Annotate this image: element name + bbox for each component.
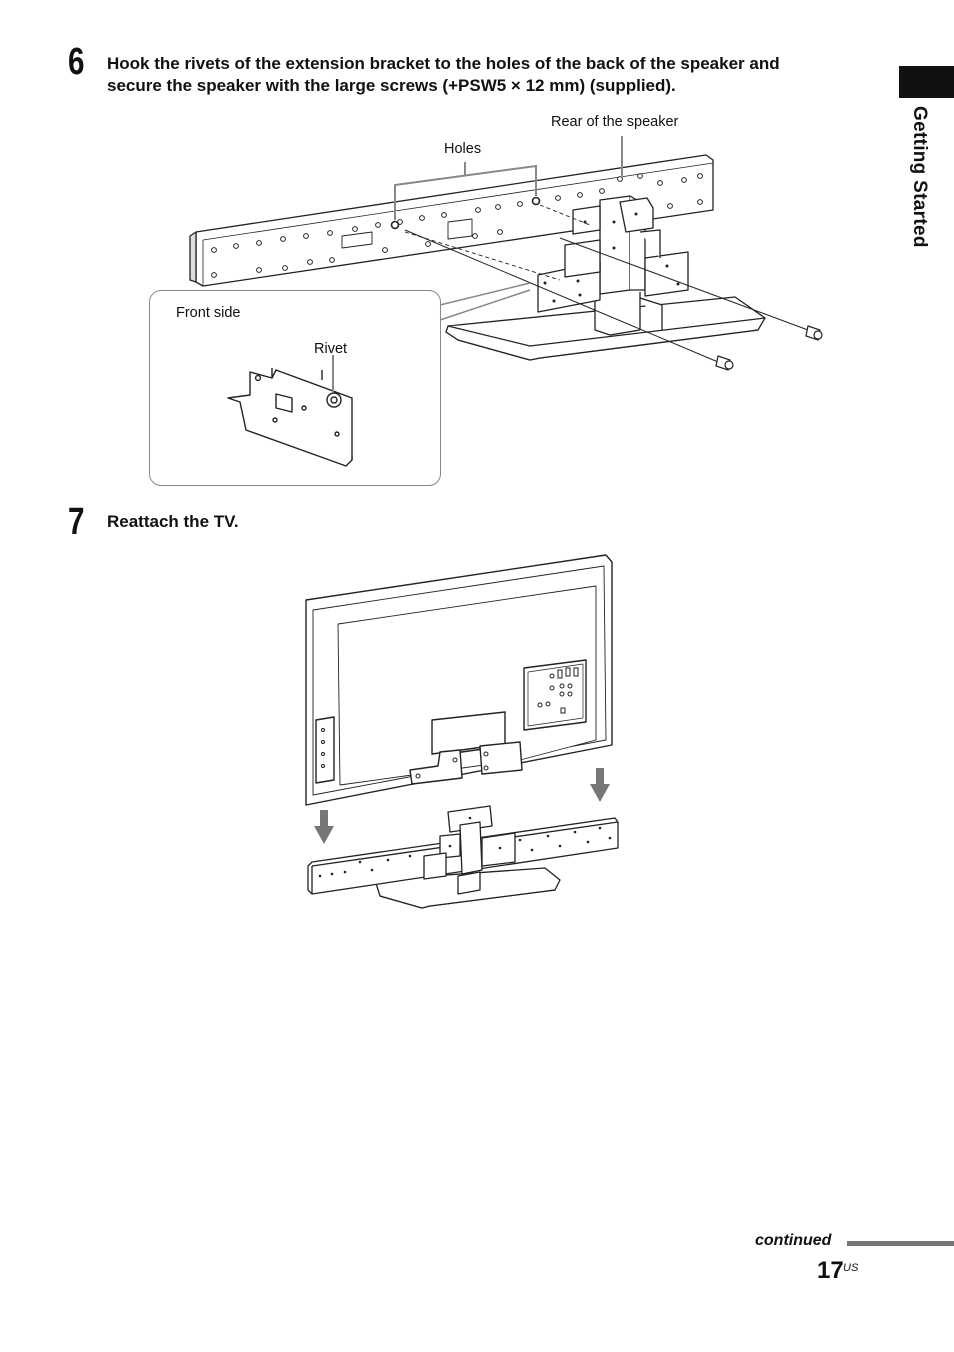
- step-6-text-line2: secure the speaker with the large screws…: [107, 76, 676, 95]
- continued-label: continued: [755, 1232, 832, 1249]
- step-6-text-line1: Hook the rivets of the extension bracket…: [107, 54, 780, 73]
- label-rivet: Rivet: [314, 341, 348, 357]
- step-7-number: 7: [68, 501, 85, 543]
- label-front-side: Front side: [176, 305, 241, 321]
- label-holes: Holes: [444, 141, 482, 157]
- label-rear-of-speaker: Rear of the speaker: [551, 114, 679, 130]
- step-6-number: 6: [68, 41, 85, 83]
- step-7-text: Reattach the TV.: [107, 512, 239, 531]
- page-number: 17: [817, 1257, 844, 1284]
- section-tab-label: Getting Started: [909, 106, 930, 248]
- section-tab-marker: [899, 66, 954, 98]
- continued-bar: [847, 1241, 954, 1246]
- page-number-suffix: US: [843, 1262, 859, 1274]
